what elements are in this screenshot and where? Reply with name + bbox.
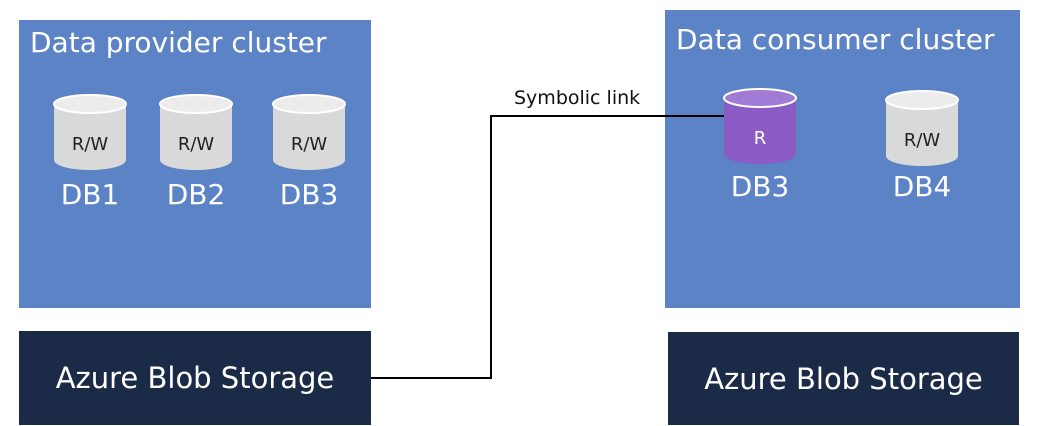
provider-storage: Azure Blob Storage	[19, 331, 371, 425]
database-db1: R/W DB1	[53, 94, 127, 211]
database-cylinder-icon	[53, 94, 127, 170]
database-name: DB1	[60, 178, 120, 211]
database-cylinder-icon	[159, 94, 233, 170]
database-db4: R/W DB4	[885, 90, 959, 203]
database-db2: R/W DB2	[159, 94, 233, 211]
consumer-storage-label: Azure Blob Storage	[704, 361, 983, 396]
database-cylinder-icon	[723, 88, 797, 164]
database-access-label: R/W	[903, 130, 941, 151]
database-name: DB2	[166, 178, 226, 211]
database-cylinder-icon	[885, 90, 959, 166]
consumer-storage: Azure Blob Storage	[668, 332, 1019, 425]
database-access-label: R/W	[71, 134, 109, 155]
database-name: DB3	[730, 170, 790, 203]
provider-storage-label: Azure Blob Storage	[55, 361, 335, 395]
database-db3-linked: R DB3	[723, 88, 797, 203]
consumer-cluster-title: Data consumer cluster	[676, 23, 995, 56]
database-cylinder-icon	[272, 94, 346, 170]
database-db3: R/W DB3	[272, 94, 346, 211]
consumer-cluster: Data consumer cluster R DB3 R/W DB4	[665, 10, 1020, 308]
provider-cluster-title: Data provider cluster	[30, 26, 327, 59]
database-access-label: R/W	[177, 134, 215, 155]
database-access-label: R	[753, 128, 767, 149]
database-name: DB4	[892, 170, 952, 203]
database-access-label: R/W	[290, 134, 328, 155]
database-name: DB3	[279, 178, 339, 211]
provider-cluster: Data provider cluster R/W DB1 R/W DB2 R/…	[19, 20, 371, 308]
symbolic-link-label: Symbolic link	[514, 87, 641, 109]
